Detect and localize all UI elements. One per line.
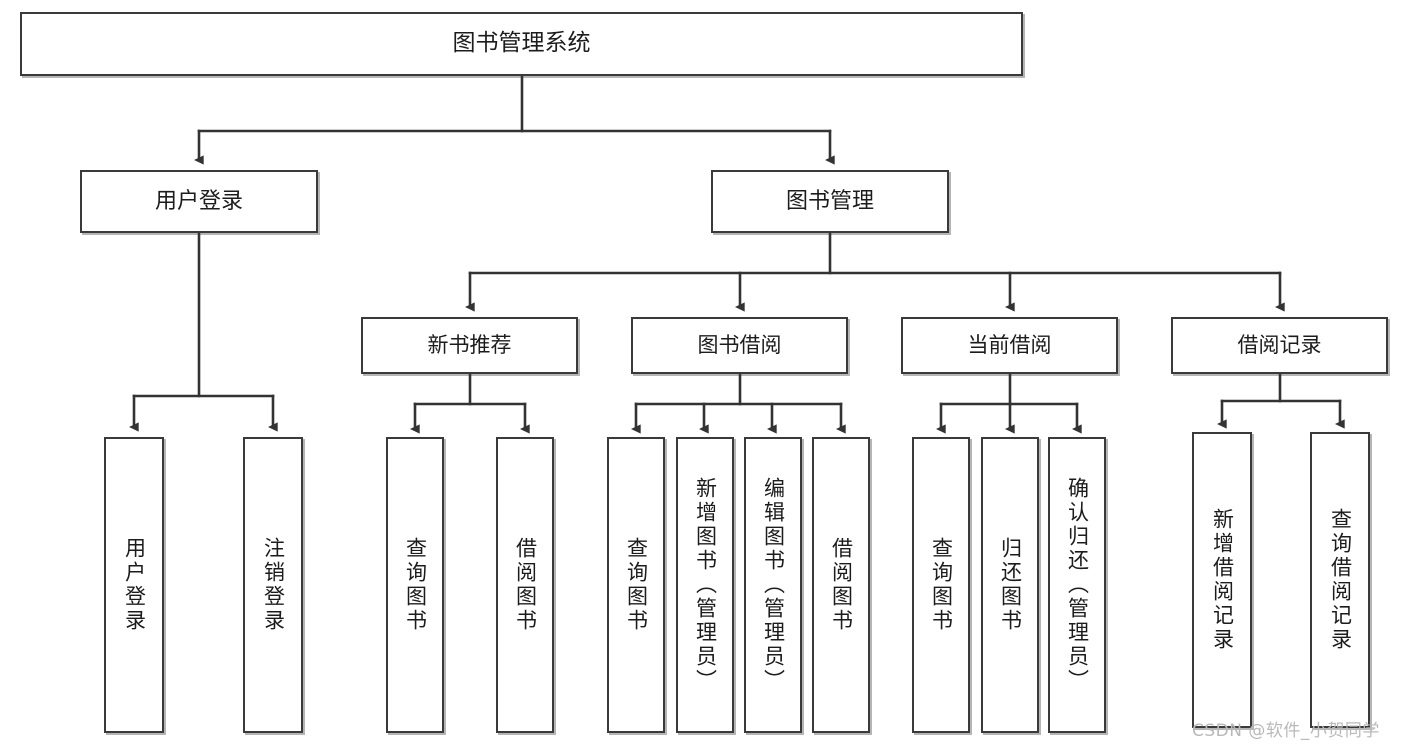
node-leaf-label: 借阅图书 (513, 537, 538, 633)
node-leaf-label: 注销登录 (261, 537, 286, 633)
node-book-management[interactable]: 图书管理 (711, 170, 949, 233)
node-new-book-recommend-label: 新书推荐 (427, 333, 512, 358)
node-leaf-label: 查询图书 (403, 537, 428, 633)
node-current-borrow-label: 当前借阅 (967, 333, 1052, 358)
node-new-book-recommend[interactable]: 新书推荐 (361, 317, 578, 374)
node-user-login[interactable]: 用户登录 (80, 170, 318, 233)
node-user-login-label: 用户登录 (154, 188, 243, 214)
node-leaf-book-borrow-edit-book-admin[interactable]: 编辑图书（管理员） (744, 437, 802, 733)
node-book-borrow-label: 图书借阅 (697, 333, 782, 358)
node-leaf-current-borrow-query-book[interactable]: 查询图书 (912, 437, 970, 733)
node-leaf-new-book-query-book[interactable]: 查询图书 (386, 437, 444, 733)
node-root-label: 图书管理系统 (452, 30, 591, 57)
node-leaf-label: 新增借阅记录 (1210, 508, 1235, 652)
node-leaf-label: 归还图书 (998, 537, 1023, 633)
node-leaf-current-borrow-return-book[interactable]: 归还图书 (981, 437, 1039, 733)
node-leaf-user-login-signout[interactable]: 注销登录 (243, 437, 303, 733)
node-leaf-book-borrow-add-book-admin[interactable]: 新增图书（管理员） (676, 437, 734, 733)
node-leaf-current-borrow-confirm-return-admin[interactable]: 确认归还（管理员） (1048, 437, 1106, 733)
node-borrow-record-label: 借阅记录 (1237, 333, 1322, 358)
node-leaf-borrow-record-add-record[interactable]: 新增借阅记录 (1192, 432, 1252, 728)
node-leaf-label: 用户登录 (122, 537, 147, 633)
node-current-borrow[interactable]: 当前借阅 (901, 317, 1118, 374)
node-leaf-label: 确认归还（管理员） (1065, 477, 1090, 693)
node-book-management-label: 图书管理 (785, 188, 874, 214)
node-leaf-label: 借阅图书 (829, 537, 854, 633)
node-root-book-management-system[interactable]: 图书管理系统 (20, 12, 1023, 76)
node-borrow-record[interactable]: 借阅记录 (1171, 317, 1388, 374)
node-leaf-label: 新增图书（管理员） (693, 477, 718, 693)
node-leaf-label: 查询图书 (929, 537, 954, 633)
node-leaf-new-book-borrow-book[interactable]: 借阅图书 (496, 437, 554, 733)
node-leaf-borrow-record-query-record[interactable]: 查询借阅记录 (1310, 432, 1370, 728)
node-leaf-label: 查询借阅记录 (1328, 508, 1353, 652)
node-leaf-label: 编辑图书（管理员） (761, 477, 786, 693)
node-leaf-book-borrow-borrow-book[interactable]: 借阅图书 (812, 437, 870, 733)
node-leaf-label: 查询图书 (624, 537, 649, 633)
node-leaf-book-borrow-query-book[interactable]: 查询图书 (607, 437, 665, 733)
node-book-borrow[interactable]: 图书借阅 (631, 317, 848, 374)
csdn-watermark: CSDN @软件_小贺同学 (1192, 721, 1380, 741)
node-leaf-user-login-signin[interactable]: 用户登录 (104, 437, 164, 733)
